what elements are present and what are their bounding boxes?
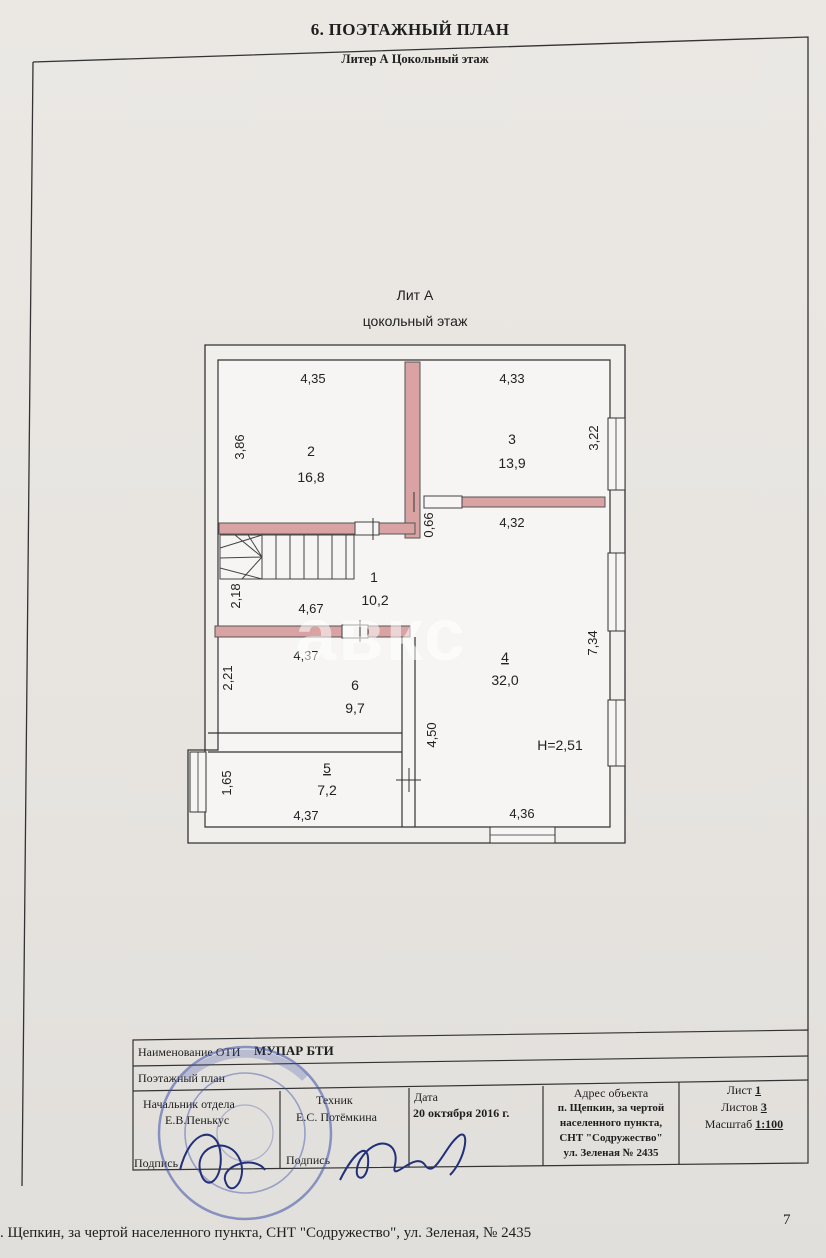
official-seal (157, 1045, 333, 1221)
dim-room6-left: 2,21 (220, 665, 235, 690)
sheet-label: Лист (726, 1083, 753, 1097)
address-line3: СНТ "Содружество" (559, 1132, 663, 1144)
plan-title-line2: цокольный этаж (362, 313, 468, 329)
signature-tech (339, 1133, 467, 1181)
dim-room4-inner: 4,50 (424, 722, 439, 747)
sheets-value: 3 (760, 1100, 767, 1114)
dim-room1-left: 2,18 (228, 583, 243, 608)
dim-room4-right: 7,34 (585, 630, 600, 655)
date-label: Дата (414, 1090, 438, 1104)
floor-plan: 2 16,8 3 13,9 1 10,2 4 32,0 6 9,7 5 7,2 … (187, 344, 626, 844)
scale-row: Масштаб 1:100 (682, 1117, 806, 1132)
room-2-number: 2 (307, 443, 315, 459)
height-label: H=2,51 (537, 737, 583, 753)
room-6-area: 9,7 (345, 700, 365, 716)
scale-value: 1:100 (755, 1117, 784, 1131)
scale-label: Масштаб (704, 1117, 753, 1131)
document-title: 6. ПОЭТАЖНЫЙ ПЛАН (310, 20, 510, 39)
room-3-number: 3 (508, 431, 516, 447)
address-line1: п. Щепкин, за чертой (557, 1102, 665, 1114)
room-6-number: 6 (351, 677, 359, 693)
dim-room4-bottom: 4,36 (509, 806, 534, 821)
sheets-row: Листов 3 (682, 1100, 806, 1115)
dim-room2-left: 3,86 (232, 434, 247, 459)
room-2-area: 16,8 (297, 469, 324, 485)
dim-room3-right: 3,22 (586, 425, 601, 450)
room-4-number: 4 (501, 649, 509, 665)
address-line4: ул. Зеленая № 2435 (563, 1147, 659, 1159)
address-line2: населенного пункта, (559, 1117, 663, 1129)
footer-address: . Щепкин, за чертой населенного пункта, … (0, 1225, 532, 1241)
tech-name: Е.С. Потёмкина (296, 1110, 378, 1124)
date-value: 20 октября 2016 г. (413, 1106, 510, 1120)
signature-head (179, 1133, 266, 1190)
room-5-area: 7,2 (317, 782, 337, 798)
sheet-row: Лист 1 (682, 1083, 806, 1098)
document-subtitle: Литер А Цокольный этаж (341, 52, 489, 66)
dim-room2-top: 4,35 (300, 371, 325, 386)
dim-corridor-gap: 0,66 (421, 512, 436, 537)
room-5-number: 5 (323, 760, 331, 776)
page-number: 7 (783, 1212, 791, 1228)
head-name: Е.В.Пенькус (165, 1113, 230, 1127)
sheets-label: Листов (721, 1100, 758, 1114)
dim-room5-left: 1,65 (219, 770, 234, 795)
org-name: МУПАР БТИ (254, 1043, 334, 1058)
room-1-number: 1 (370, 569, 378, 585)
dim-room1-width: 4,67 (298, 601, 323, 616)
watermark: авкс (295, 593, 467, 676)
org-label: Наименование ОТИ (138, 1045, 241, 1059)
address-label: Адрес объекта (573, 1086, 649, 1100)
dim-room4-top: 4,32 (499, 515, 524, 530)
room-1-area: 10,2 (361, 592, 388, 608)
sign-label-2: Подпись (286, 1153, 331, 1167)
doc-type: Поэтажный план (138, 1071, 226, 1085)
dim-room5-bottom: 4,37 (293, 808, 318, 823)
room-3-area: 13,9 (498, 455, 525, 471)
room-4-area: 32,0 (491, 672, 518, 688)
dim-room6-top: 4,37 (293, 648, 318, 663)
plan-title-line1: Лит А (396, 287, 434, 303)
dim-room3-top: 4,33 (499, 371, 524, 386)
sheet-value: 1 (755, 1083, 762, 1097)
